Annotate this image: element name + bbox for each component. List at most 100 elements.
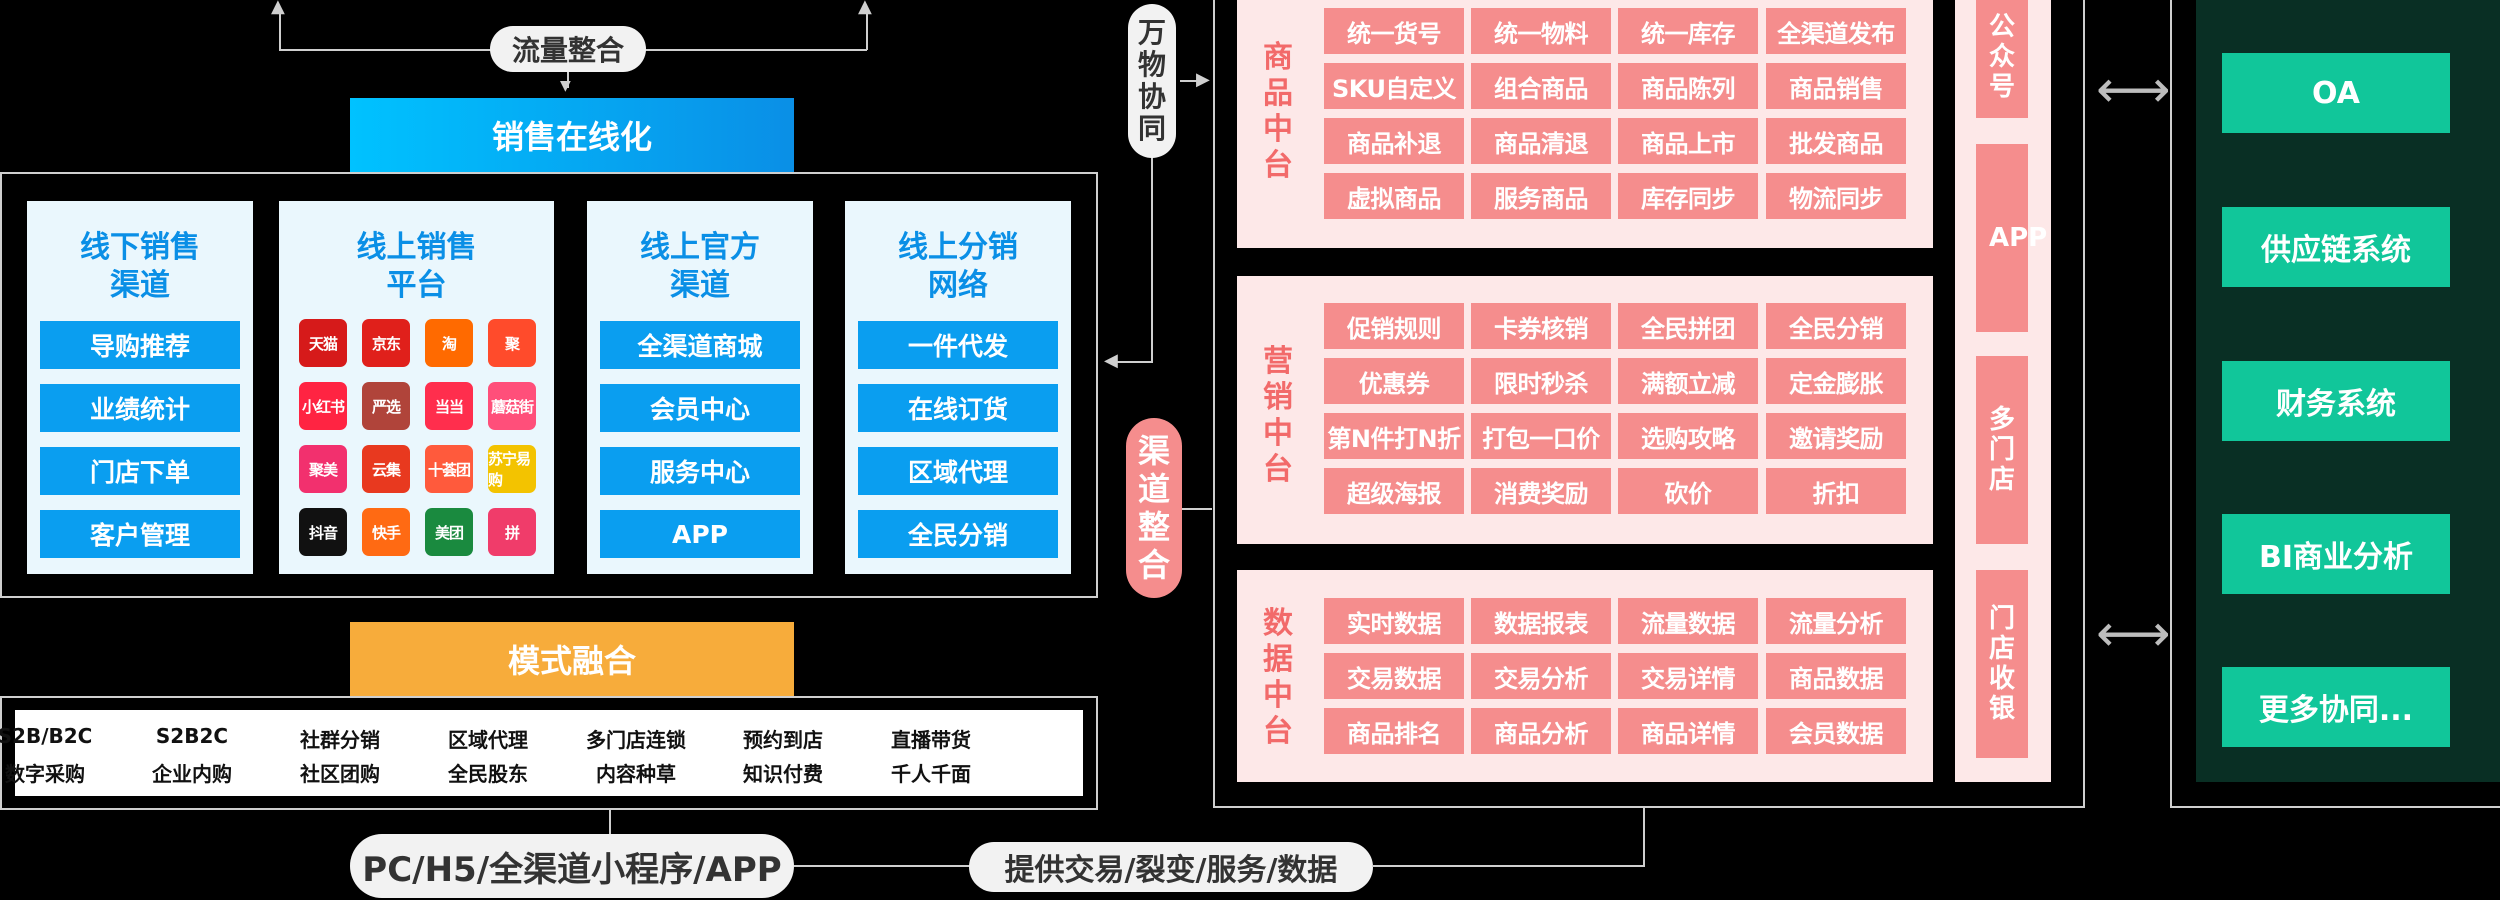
platform-cell[interactable]: 统一物料 — [1471, 8, 1611, 54]
connector-line — [1182, 508, 1212, 510]
terminal-app[interactable]: APP — [1976, 144, 2047, 332]
collab-pill: 万物协同 — [1128, 4, 1176, 158]
system-supply-chain[interactable]: 供应链系统 — [2222, 207, 2450, 287]
system-finance[interactable]: 财务系统 — [2222, 361, 2450, 441]
item-button[interactable]: 导购推荐 — [40, 321, 240, 369]
item-button[interactable]: 在线订货 — [858, 384, 1058, 432]
platform-cell[interactable]: 服务商品 — [1471, 173, 1611, 219]
platform-cell[interactable]: 流量数据 — [1618, 598, 1758, 644]
platform-cell[interactable]: 卡券核销 — [1471, 303, 1611, 349]
mode-item: 社区团购 — [300, 762, 380, 786]
platform-cell[interactable]: 实时数据 — [1324, 598, 1464, 644]
platform-cell[interactable]: 物流同步 — [1766, 173, 1906, 219]
item-button[interactable]: 全渠道商城 — [600, 321, 800, 369]
terminal-store-cashier[interactable]: 门店收银 — [1976, 570, 2028, 758]
traffic-integration-pill: 流量整合 — [490, 26, 646, 72]
platform-cell[interactable]: 限时秒杀 — [1471, 358, 1611, 404]
app-icon: 聚 — [488, 319, 536, 367]
system-more[interactable]: 更多协同... — [2222, 667, 2450, 747]
platform-cell[interactable]: 全民分销 — [1766, 303, 1906, 349]
platform-cell[interactable]: 全民拼团 — [1618, 303, 1758, 349]
item-button[interactable]: 客户管理 — [40, 510, 240, 558]
platform-cell[interactable]: 统一货号 — [1324, 8, 1464, 54]
platform-cell[interactable]: 促销规则 — [1324, 303, 1464, 349]
platform-cell[interactable]: 交易数据 — [1324, 653, 1464, 699]
platform-cell[interactable]: 全渠道发布 — [1766, 8, 1906, 54]
card-title-line: 渠道 — [670, 268, 730, 303]
arrow-up-icon: ▲ — [271, 0, 285, 17]
terminal-multi-store[interactable]: 多门店 — [1976, 356, 2028, 544]
terminal-text: 门店收银 — [1989, 604, 2016, 724]
mode-fusion-banner: 模式融合 — [350, 622, 794, 696]
system-bi[interactable]: BI商业分析 — [2222, 514, 2450, 594]
platform-cell[interactable]: 第N件打N折 — [1324, 413, 1464, 459]
platform-cell[interactable]: 折扣 — [1766, 468, 1906, 514]
app-icon: 聚美 — [299, 445, 347, 493]
platform-cell[interactable]: 流量分析 — [1766, 598, 1906, 644]
item-button[interactable]: 会员中心 — [600, 384, 800, 432]
platform-cell[interactable]: 定金膨胀 — [1766, 358, 1906, 404]
app-icon: 淘 — [425, 319, 473, 367]
app-icon: 严选 — [362, 382, 410, 430]
platform-cell[interactable]: 商品销售 — [1766, 63, 1906, 109]
app-icon: 拼 — [488, 508, 536, 556]
platform-cell[interactable]: 砍价 — [1618, 468, 1758, 514]
platform-outer-frame — [1213, 0, 2085, 808]
platform-cell[interactable]: 库存同步 — [1618, 173, 1758, 219]
arrow-down-icon: ▼ — [560, 78, 571, 94]
mode-item: 知识付费 — [743, 762, 823, 786]
connector-line — [794, 865, 970, 867]
platform-cell[interactable]: 组合商品 — [1471, 63, 1611, 109]
connector-line — [1112, 361, 1153, 363]
platform-cell[interactable]: 邀请奖励 — [1766, 413, 1906, 459]
item-button[interactable]: 一件代发 — [858, 321, 1058, 369]
collab-text: 万物协同 — [1138, 16, 1167, 145]
platform-cell[interactable]: 商品排名 — [1324, 708, 1464, 754]
platform-cell[interactable]: 批发商品 — [1766, 118, 1906, 164]
platform-cell[interactable]: 商品陈列 — [1618, 63, 1758, 109]
item-button[interactable]: 服务中心 — [600, 447, 800, 495]
item-button[interactable]: 区域代理 — [858, 447, 1058, 495]
connector-line — [1643, 808, 1645, 867]
card-title-line: 线上销售 — [356, 230, 477, 265]
platform-cell[interactable]: 数据报表 — [1471, 598, 1611, 644]
platform-cell[interactable]: 会员数据 — [1766, 708, 1906, 754]
platform-cell[interactable]: 优惠券 — [1324, 358, 1464, 404]
channels-pill: PC/H5/全渠道小程序/APP — [350, 834, 794, 898]
card-online-platforms: 线上销售 平台 天猫京东淘聚小红书严选当当蘑菇街聚美云集十荟团苏宁易购抖音快手美… — [279, 201, 554, 574]
card-distribution-network: 线上分销 网络 一件代发 在线订货 区域代理 全民分销 — [845, 201, 1071, 574]
platform-cell[interactable]: 商品详情 — [1618, 708, 1758, 754]
app-icon: 云集 — [362, 445, 410, 493]
terminal-official-account[interactable]: 公众号 — [1976, 0, 2028, 118]
bidirectional-arrow-icon: ⟷ — [2096, 604, 2171, 664]
platform-cell[interactable]: 商品数据 — [1766, 653, 1906, 699]
mode-item: S2B/B2C — [0, 724, 93, 748]
platform-cell[interactable]: 选购攻略 — [1618, 413, 1758, 459]
platform-cell[interactable]: 超级海报 — [1324, 468, 1464, 514]
system-oa[interactable]: OA — [2222, 53, 2450, 133]
platform-cell[interactable]: 商品上市 — [1618, 118, 1758, 164]
mode-item: 多门店连锁 — [586, 728, 686, 752]
arrow-up-icon: ▲ — [858, 0, 872, 17]
card-offline-sales: 线下销售 渠道 导购推荐 业绩统计 门店下单 客户管理 — [27, 201, 253, 574]
platform-cell[interactable]: 商品补退 — [1324, 118, 1464, 164]
app-icon: 小红书 — [299, 382, 347, 430]
connector-line — [567, 70, 569, 88]
platform-cell[interactable]: 交易分析 — [1471, 653, 1611, 699]
item-button[interactable]: 门店下单 — [40, 447, 240, 495]
platform-cell[interactable]: 交易详情 — [1618, 653, 1758, 699]
platform-cell[interactable]: 满额立减 — [1618, 358, 1758, 404]
platform-cell[interactable]: SKU自定义 — [1324, 63, 1464, 109]
bidirectional-arrow-icon: ⟷ — [2096, 60, 2171, 120]
platform-cell[interactable]: 消费奖励 — [1471, 468, 1611, 514]
platform-cell[interactable]: 商品清退 — [1471, 118, 1611, 164]
platform-cell[interactable]: 统一库存 — [1618, 8, 1758, 54]
item-button[interactable]: 业绩统计 — [40, 384, 240, 432]
mode-item: 社群分销 — [300, 728, 380, 752]
platform-cell[interactable]: 打包一口价 — [1471, 413, 1611, 459]
item-button[interactable]: APP — [600, 510, 800, 558]
app-icon: 天猫 — [299, 319, 347, 367]
platform-cell[interactable]: 虚拟商品 — [1324, 173, 1464, 219]
item-button[interactable]: 全民分销 — [858, 510, 1058, 558]
platform-cell[interactable]: 商品分析 — [1471, 708, 1611, 754]
